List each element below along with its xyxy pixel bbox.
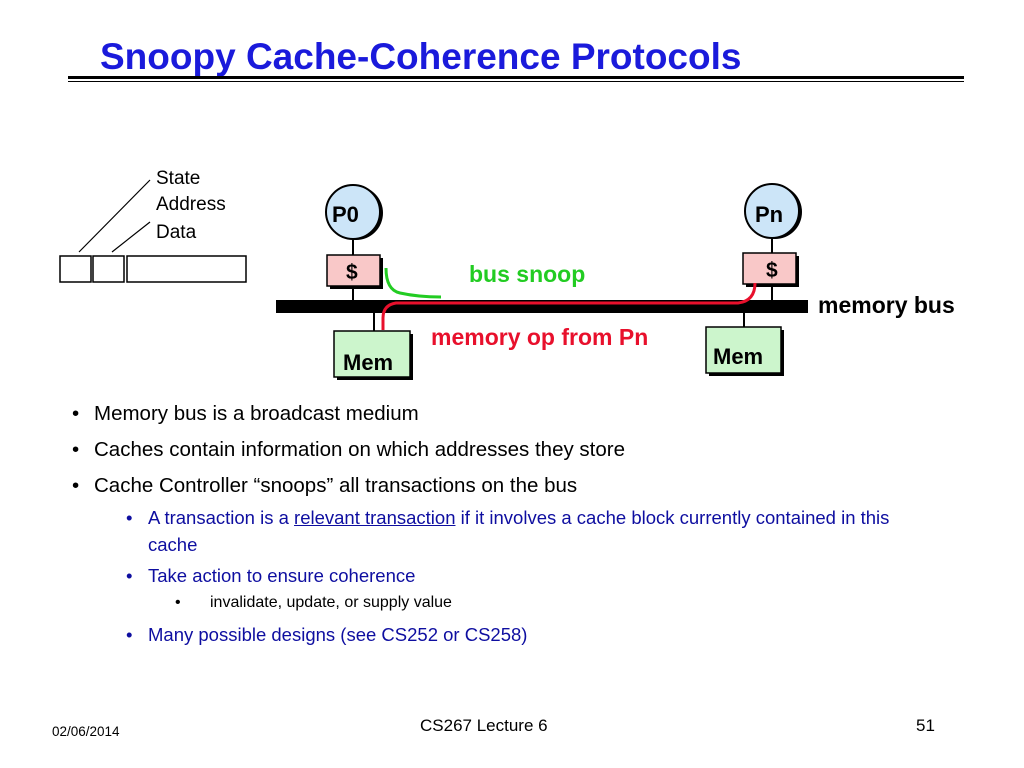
processor-pn: Pn bbox=[744, 183, 802, 239]
state-pointer-line bbox=[78, 179, 151, 253]
sub-bullet-text: Many possible designs (see CS252 or CS25… bbox=[148, 624, 528, 645]
sub-bullet-marker: • bbox=[126, 565, 133, 586]
processor-pn-label: Pn bbox=[755, 202, 783, 227]
bullet-marker: • bbox=[72, 438, 80, 461]
bullet-marker: • bbox=[72, 402, 80, 425]
sub-bullet-item: • A transaction is a relevant transaction… bbox=[126, 504, 908, 558]
sub-bullet-text-after: if it involves a cache block currently c… bbox=[148, 507, 890, 555]
memory-left-label: Mem bbox=[343, 350, 393, 375]
sub-bullet-item: • Many possible designs (see CS252 or CS2… bbox=[126, 621, 908, 648]
bullet-item: • Memory bus is a broadcast medium bbox=[72, 402, 952, 426]
processor-p0: P0 bbox=[325, 184, 383, 240]
bus-snoop-curve bbox=[384, 267, 442, 299]
label-data: Data bbox=[156, 222, 197, 243]
label-state: State bbox=[156, 168, 200, 189]
sub-bullet-marker: • bbox=[126, 624, 133, 645]
memory-right: Mem bbox=[705, 326, 784, 376]
title-underline bbox=[68, 76, 964, 79]
cache-line-state-field bbox=[59, 255, 92, 283]
cache-line: State Address Data bbox=[59, 168, 247, 283]
bullet-text-before: Cache Controller bbox=[94, 474, 254, 497]
bullet-text-quote: “snoops” bbox=[253, 474, 334, 497]
bullet-text: Caches contain information on which addr… bbox=[94, 438, 626, 461]
bullet-text: Memory bus is a broadcast medium bbox=[94, 402, 419, 425]
footer-date: 02/06/2014 bbox=[52, 724, 120, 739]
cache-left-label: $ bbox=[346, 261, 358, 284]
cache-right-label: $ bbox=[766, 259, 778, 282]
memory-bus-label: memory bus bbox=[818, 292, 955, 318]
label-address: Address bbox=[156, 194, 226, 215]
bullet-list: • Memory bus is a broadcast medium • Cache… bbox=[72, 402, 952, 652]
cache-right: $ bbox=[742, 252, 799, 287]
memory-right-label: Mem bbox=[713, 344, 763, 369]
sub-bullet-text-before: A transaction is a bbox=[148, 507, 295, 528]
slide-title: Snoopy Cache-Coherence Protocols bbox=[100, 36, 742, 77]
footer-page-number: 51 bbox=[916, 716, 935, 735]
sub-sub-bullet-text: invalidate, update, or supply value bbox=[210, 594, 452, 611]
snoopy-diagram: State Address Data P0 Pn $ $ Mem bbox=[59, 168, 955, 380]
cache-line-data-field bbox=[126, 255, 247, 283]
relevant-transaction-term: relevant transaction bbox=[294, 507, 456, 528]
cache-line-address-field bbox=[92, 255, 125, 283]
sub-bullet-text: Take action to ensure coherence bbox=[148, 565, 416, 586]
sub-sub-bullet-marker: • bbox=[175, 594, 181, 611]
cache-left: $ bbox=[326, 254, 383, 289]
bus-snoop-label: bus snoop bbox=[469, 261, 585, 287]
sub-bullet-marker: • bbox=[126, 507, 133, 528]
bullet-item: • Cache Controller “snoops” all transacti… bbox=[72, 474, 952, 498]
bullet-text-after: all transactions on the bus bbox=[333, 474, 578, 497]
bullet-item: • Caches contain information on which add… bbox=[72, 438, 952, 462]
memory-op-curve bbox=[381, 282, 757, 330]
footer-lecture: CS267 Lecture 6 bbox=[420, 716, 548, 735]
processor-p0-label: P0 bbox=[332, 202, 359, 227]
bullet-marker: • bbox=[72, 474, 80, 497]
title-underline-thin bbox=[68, 81, 964, 82]
memory-op-label: memory op from Pn bbox=[431, 324, 648, 350]
address-pointer-line bbox=[111, 221, 151, 253]
memory-left: Mem bbox=[333, 330, 413, 380]
sub-sub-bullet-item: • invalidate, update, or supply value bbox=[175, 593, 952, 613]
sub-bullet-item: • Take action to ensure coherence bbox=[126, 562, 908, 589]
